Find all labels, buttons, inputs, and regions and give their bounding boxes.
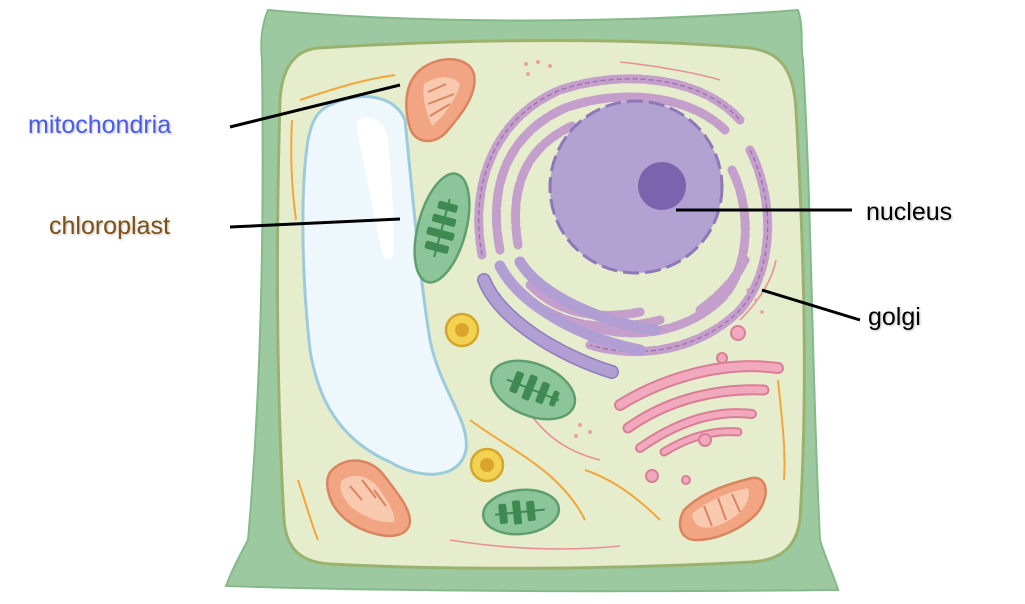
golgi-label: golgi bbox=[868, 303, 921, 331]
chloroplast-label: chloroplast bbox=[49, 212, 170, 240]
mitochondrion-bottom-left bbox=[326, 459, 412, 538]
golgi-stack-fill bbox=[478, 256, 661, 378]
chloroplast-3 bbox=[481, 488, 561, 536]
mitochondrion-bottom-right bbox=[678, 476, 767, 542]
vesicle-dots bbox=[524, 60, 764, 438]
fiber-orange-5 bbox=[584, 469, 661, 521]
fiber-orange-2 bbox=[290, 119, 297, 221]
vacuole-highlight bbox=[356, 117, 394, 260]
chloroplast-1 bbox=[413, 172, 471, 284]
fiber-orange-1 bbox=[299, 74, 396, 101]
fiber-orange-3 bbox=[297, 479, 319, 541]
mitochondrion-top bbox=[405, 57, 476, 143]
pink-golgi bbox=[614, 360, 784, 457]
chloroplast-leader-line bbox=[229, 217, 401, 229]
fiber-pink-3 bbox=[449, 539, 621, 550]
pink-vesicles bbox=[645, 325, 746, 485]
fiber-pink-1 bbox=[619, 61, 721, 81]
chloroplast-2 bbox=[489, 359, 577, 421]
nucleus-label: nucleus bbox=[866, 198, 953, 226]
mitochondria-leader-line bbox=[229, 83, 401, 129]
granule-2 bbox=[469, 447, 505, 483]
nucleolus bbox=[638, 162, 686, 210]
nucleus-body bbox=[548, 99, 724, 275]
fiber-orange-6 bbox=[777, 379, 786, 481]
fiber-orange-4 bbox=[469, 419, 586, 521]
mitochondria-label: mitochondria bbox=[28, 111, 172, 139]
vacuole bbox=[301, 95, 468, 476]
granule-1 bbox=[444, 312, 480, 348]
golgi-leader-line bbox=[761, 288, 861, 322]
